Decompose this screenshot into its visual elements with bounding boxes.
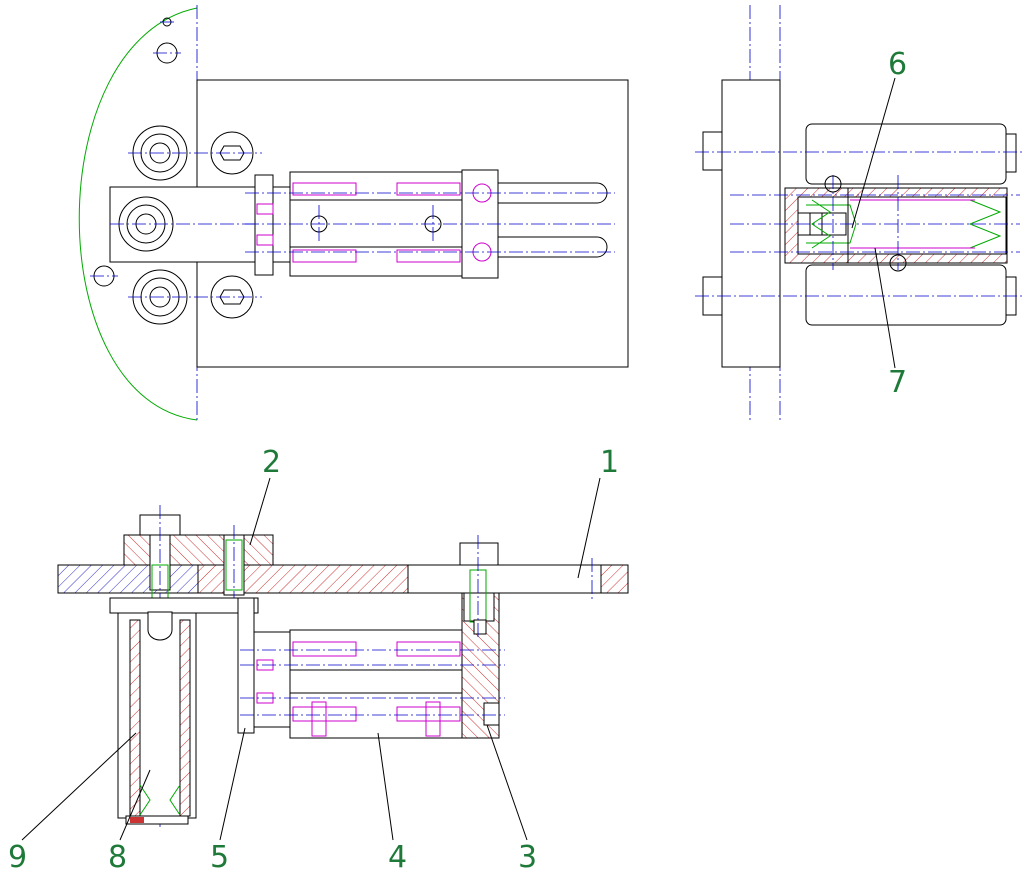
callout-6: 6: [888, 47, 907, 82]
main-bar: [407, 564, 602, 594]
callout-1: 1: [600, 445, 619, 480]
front-section-view: [57, 505, 629, 830]
callout-labels: 1 2 3 4 5 6 7 8 9: [8, 47, 907, 875]
clamp-block: [123, 534, 274, 566]
callout-8: 8: [108, 840, 127, 875]
side-base-plate: [721, 79, 781, 368]
cylinder-body-4: [289, 629, 463, 739]
callout-2: 2: [262, 445, 281, 480]
top-view: [78, 5, 629, 422]
upper-guide-rod: [805, 123, 1007, 185]
callout-9: 9: [8, 840, 27, 875]
main-bar-blue-section: [57, 564, 199, 594]
clamp-outline-arc: [78, 7, 198, 421]
callout-5: 5: [210, 840, 229, 875]
lower-guide-rod: [805, 264, 1007, 326]
screw-heads: [128, 125, 262, 325]
side-view: [695, 5, 1022, 422]
callout-3: 3: [518, 840, 537, 875]
leader-lines: [21, 77, 896, 841]
cylinder-end-plate: [254, 174, 274, 276]
callout-4: 4: [388, 840, 407, 875]
end-plate-5: [237, 597, 255, 734]
callout-7: 7: [888, 365, 907, 400]
arm-block: [109, 186, 256, 263]
